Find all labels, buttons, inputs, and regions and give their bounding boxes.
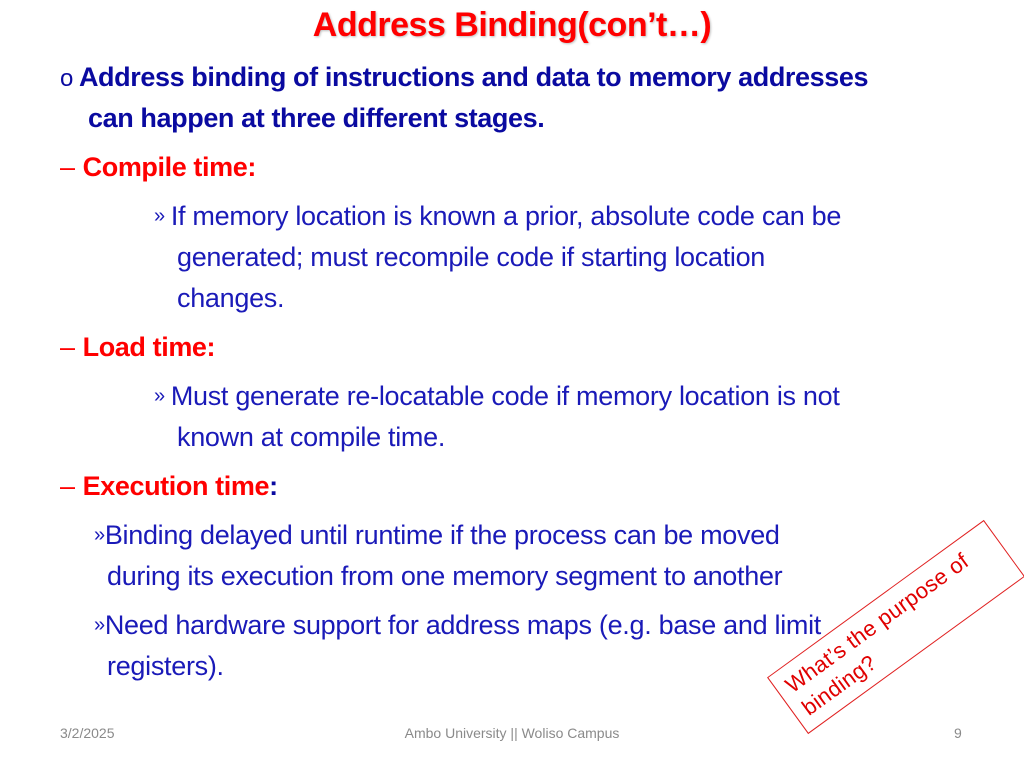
- body-text: If memory location is known a prior, abs…: [170, 201, 842, 231]
- heading-text: Compile time:: [82, 152, 257, 182]
- heading-load-time: –Load time:: [60, 332, 216, 363]
- callout-line-2: binding?: [797, 649, 882, 721]
- intro-text-1: Address binding of instructions and data…: [78, 62, 869, 92]
- double-chevron-bullet-icon: »: [154, 385, 165, 407]
- body-text: Need hardware support for address maps (…: [104, 610, 822, 640]
- double-chevron-bullet-icon: »: [94, 524, 105, 546]
- dash-bullet-icon: –: [60, 471, 75, 501]
- body-text: Binding delayed until runtime if the pro…: [104, 520, 780, 550]
- circle-bullet-icon: o: [60, 65, 73, 92]
- heading-compile-time: –Compile time:: [60, 152, 256, 183]
- load-time-line-1: »Must generate re-locatable code if memo…: [154, 381, 840, 412]
- heading-text: Load time:: [82, 332, 216, 362]
- body-text: Must generate re-locatable code if memor…: [170, 381, 840, 411]
- compile-time-line-2: generated; must recompile code if starti…: [177, 242, 766, 272]
- load-time-line-2: known at compile time.: [177, 422, 446, 452]
- footer-date: 3/2/2025: [60, 725, 115, 741]
- footer-page-number: 9: [954, 725, 962, 741]
- compile-time-line-3: changes.: [177, 283, 285, 313]
- execution-item-1-line-1: »Binding delayed until runtime if the pr…: [94, 520, 780, 551]
- compile-time-line-1: »If memory location is known a prior, ab…: [154, 201, 841, 232]
- dash-bullet-icon: –: [60, 332, 75, 362]
- footer-center-text: Ambo University || Woliso Campus: [404, 725, 620, 741]
- heading-text: Execution time: [82, 471, 270, 501]
- dash-bullet-icon: –: [60, 152, 75, 182]
- slide-title: Address Binding(con’t…): [312, 6, 712, 44]
- heading-colon: :: [269, 471, 278, 501]
- double-chevron-bullet-icon: »: [154, 205, 165, 227]
- execution-item-1-line-2: during its execution from one memory seg…: [107, 561, 783, 591]
- double-chevron-bullet-icon: »: [94, 614, 105, 636]
- intro-bullet-line-2: can happen at three different stages.: [88, 103, 545, 133]
- execution-item-2-line-2: registers).: [107, 651, 224, 681]
- execution-item-2-line-1: »Need hardware support for address maps …: [94, 610, 821, 641]
- heading-execution-time: –Execution time:: [60, 471, 278, 502]
